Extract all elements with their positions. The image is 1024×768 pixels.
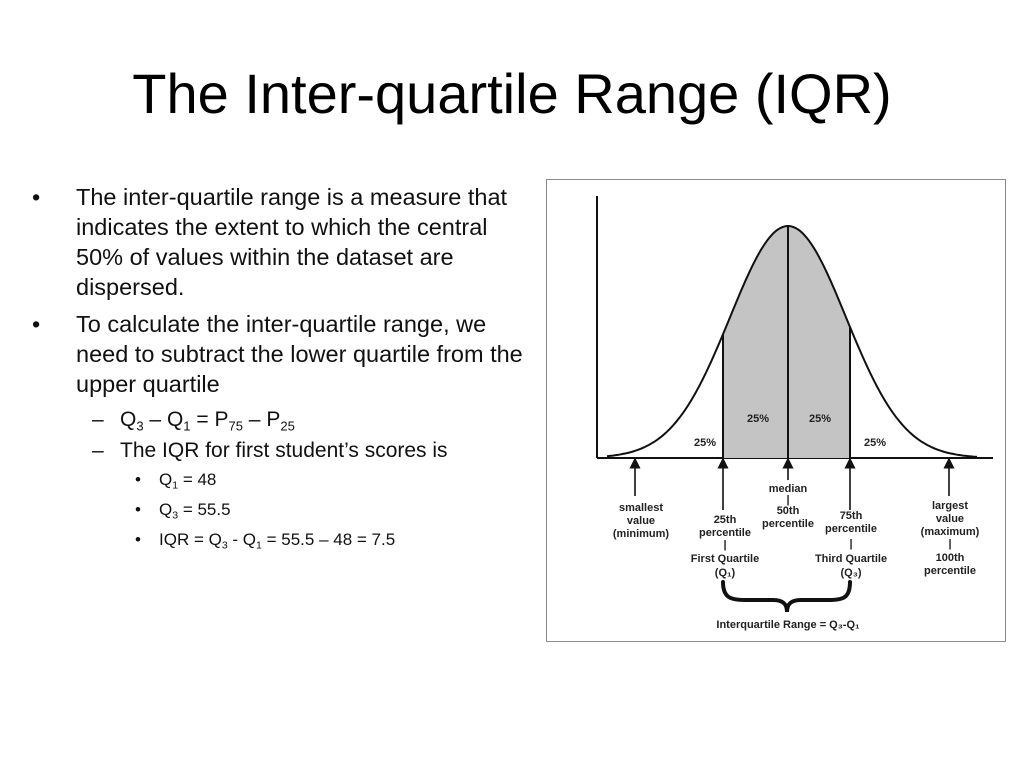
q1-value-item: • Q1 = 48: [135, 468, 540, 492]
svg-text:(Q₃): (Q₃): [841, 567, 862, 579]
svg-text:percentile: percentile: [699, 527, 751, 539]
svg-text:75th: 75th: [840, 510, 863, 522]
iqr-result-item: • IQR = Q3 - Q1 = 55.5 – 48 = 7.5: [135, 528, 540, 552]
bullet-list: • The inter-quartile range is a measure …: [30, 182, 540, 558]
dash-marker: –: [92, 408, 104, 431]
svg-text:100th: 100th: [936, 552, 965, 564]
iqr-diagram: 25% 25% 25% 25% smallest value (minimum)…: [546, 179, 1006, 642]
bullet-iqr-calculation: • To calculate the inter-quartile range,…: [30, 309, 540, 399]
svg-text:|: |: [948, 538, 951, 550]
q3-value-item: • Q3 = 55.5: [135, 498, 540, 522]
first-quartile-label: 25th percentile | First Quartile (Q₁): [691, 514, 759, 579]
svg-text:median: median: [769, 483, 808, 495]
dash-marker: –: [92, 439, 104, 462]
svg-text:value: value: [627, 515, 655, 527]
svg-text:|: |: [849, 538, 852, 550]
sub-bullet-text: The IQR for first student’s scores is: [120, 439, 448, 462]
svg-text:(maximum): (maximum): [921, 526, 980, 538]
svg-text:smallest: smallest: [619, 502, 663, 514]
svg-text:value: value: [936, 513, 964, 525]
central-50-percent-area: [723, 226, 850, 458]
bullet-iqr-definition: • The inter-quartile range is a measure …: [30, 182, 540, 302]
bullet-marker: •: [135, 500, 141, 519]
third-quartile-label: 75th percentile | Third Quartile (Q₃): [815, 510, 887, 579]
bullet-text: The inter-quartile range is a measure th…: [76, 184, 508, 300]
normal-curve: [606, 225, 978, 458]
q1-value-text: Q1 = 48: [159, 470, 217, 492]
area-percent-label: 25%: [809, 413, 831, 425]
smallest-value-label: smallest value (minimum): [613, 502, 670, 540]
bullet-text: To calculate the inter-quartile range, w…: [76, 311, 523, 397]
normal-curve-diagram: 25% 25% 25% 25% smallest value (minimum)…: [596, 196, 993, 631]
bullet-marker: •: [32, 311, 41, 337]
svg-text:|: |: [723, 539, 726, 551]
svg-text:percentile: percentile: [924, 565, 976, 577]
svg-text:percentile: percentile: [825, 523, 877, 535]
iqr-result-text: IQR = Q3 - Q1 = 55.5 – 48 = 7.5: [159, 530, 396, 552]
area-percent-label: 25%: [864, 437, 886, 449]
svg-text:First Quartile: First Quartile: [691, 553, 759, 565]
slide-title: The Inter-quartile Range (IQR): [132, 62, 892, 125]
svg-text:percentile: percentile: [762, 518, 814, 530]
bullet-marker: •: [135, 530, 141, 549]
median-label: median | 50th percentile: [762, 483, 814, 530]
svg-text:largest: largest: [932, 500, 968, 512]
svg-text:50th: 50th: [777, 505, 800, 517]
svg-text:(Q₁): (Q₁): [715, 567, 736, 579]
sub-bullet-formula: – Q3 – Q1 = P75 – P25: [92, 406, 540, 434]
svg-text:|: |: [786, 494, 789, 506]
svg-text:(minimum): (minimum): [613, 528, 670, 540]
iqr-caption: Interquartile Range = Q₃-Q₁: [716, 619, 860, 631]
bullet-marker: •: [32, 184, 41, 210]
largest-value-label: largest value (maximum) | 100th percenti…: [921, 500, 980, 577]
iqr-brace: [721, 580, 852, 613]
svg-text:25th: 25th: [714, 514, 737, 526]
area-percent-label: 25%: [694, 437, 716, 449]
bullet-marker: •: [135, 470, 141, 489]
sub-bullet-scores: – The IQR for first student’s scores is: [92, 437, 540, 465]
svg-text:Third Quartile: Third Quartile: [815, 553, 887, 565]
formula-text: Q3 – Q1 = P75 – P25: [120, 408, 295, 434]
area-percent-label: 25%: [747, 413, 769, 425]
q3-value-text: Q3 = 55.5: [159, 500, 231, 522]
